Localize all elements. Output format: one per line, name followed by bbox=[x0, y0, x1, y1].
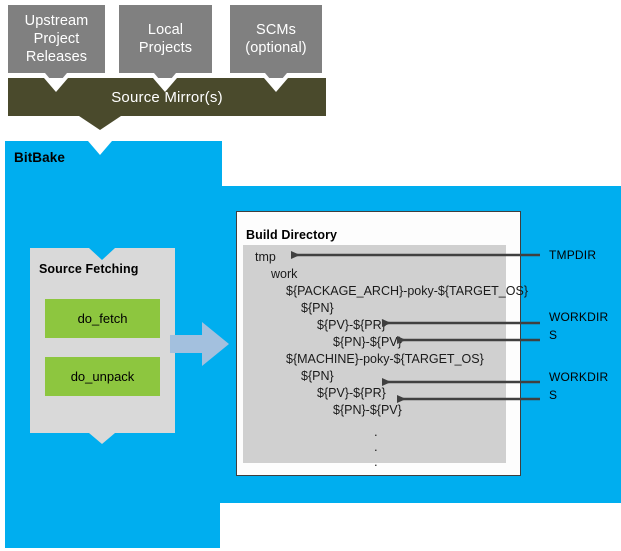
variable-label-tmpdir: TMPDIR bbox=[549, 248, 596, 262]
variable-label-text: TMPDIR bbox=[549, 248, 597, 262]
variable-label-text: S bbox=[549, 328, 558, 342]
fetch-to-build-arrow bbox=[170, 322, 229, 366]
source-fetching-title-text: Source Fetching bbox=[39, 262, 139, 276]
source-box-line: (optional) bbox=[245, 40, 307, 56]
block-arrow-shape bbox=[170, 322, 229, 366]
tree-row-machine: ${MACHINE}-poky-${TARGET_OS} bbox=[286, 352, 484, 366]
source-box-local: Local Projects bbox=[119, 5, 212, 73]
source-box-upstream: Upstream Project Releases bbox=[8, 5, 105, 73]
task-do-unpack[interactable]: do_unpack bbox=[45, 357, 160, 396]
variable-label-workdir-1: WORKDIR bbox=[549, 310, 608, 324]
mirror-notch-upstream bbox=[44, 78, 68, 92]
source-fetching-outlet-arrow bbox=[89, 433, 115, 444]
build-directory-title: Build Directory bbox=[246, 228, 337, 242]
source-fetching-inlet-notch bbox=[89, 248, 115, 260]
variable-label-s-2: S bbox=[549, 388, 557, 402]
directory-tree-area: tmp work ${PACKAGE_ARCH}-poky-${TARGET_O… bbox=[243, 245, 528, 468]
source-box-line: Releases bbox=[25, 49, 88, 66]
tree-row-pn-2: ${PN} bbox=[301, 369, 334, 383]
tree-row-package-arch: ${PACKAGE_ARCH}-poky-${TARGET_OS} bbox=[286, 284, 528, 298]
mirror-notch-scms bbox=[264, 78, 288, 92]
variable-label-text: WORKDIR bbox=[549, 370, 609, 384]
tree-ellipsis-dot: . bbox=[374, 439, 378, 454]
bitbake-inlet-notch bbox=[88, 141, 112, 155]
variable-label-s-1: S bbox=[549, 328, 557, 342]
source-fetching-panel bbox=[30, 248, 175, 433]
bitbake-region-upper bbox=[5, 141, 222, 187]
variable-label-text: WORKDIR bbox=[549, 310, 609, 324]
source-box-line: Local bbox=[147, 21, 184, 38]
source-box-scms: SCMs (optional) bbox=[230, 5, 322, 73]
tree-row-pv-pr-2: ${PV}-${PR} bbox=[317, 386, 386, 400]
tree-row-pn-pv-2: ${PN}-${PV} bbox=[333, 403, 402, 417]
source-box-line: Projects bbox=[138, 40, 193, 56]
source-box-line: Upstream bbox=[24, 12, 89, 29]
build-directory-title-text: Build Directory bbox=[246, 228, 338, 242]
mirror-notch-local bbox=[153, 78, 177, 92]
tree-ellipsis-dot: . bbox=[374, 424, 378, 439]
source-box-line: Project bbox=[33, 30, 80, 47]
task-do-fetch[interactable]: do_fetch bbox=[45, 299, 160, 338]
mirror-to-bitbake-arrow bbox=[79, 116, 121, 130]
source-mirror-label: Source Mirror(s) bbox=[111, 88, 223, 106]
source-box-line: SCMs bbox=[256, 21, 296, 38]
bitbake-label: BitBake bbox=[14, 150, 65, 165]
tree-row-pv-pr-1: ${PV}-${PR} bbox=[317, 318, 386, 332]
variable-label-text: S bbox=[549, 388, 558, 402]
bitbake-region-lower bbox=[5, 502, 220, 548]
tree-row-pn-1: ${PN} bbox=[301, 301, 334, 315]
tree-ellipsis-dot: . bbox=[374, 454, 378, 469]
tree-row-work: work bbox=[271, 267, 298, 281]
tree-row-pn-pv-1: ${PN}-${PV} bbox=[333, 335, 402, 349]
bitbake-label-text: BitBake bbox=[14, 150, 65, 165]
variable-label-workdir-2: WORKDIR bbox=[549, 370, 608, 384]
source-fetching-title: Source Fetching bbox=[39, 262, 138, 276]
task-label: do_unpack bbox=[70, 369, 135, 384]
task-label: do_fetch bbox=[77, 311, 128, 326]
tree-row-tmp: tmp bbox=[255, 250, 276, 264]
